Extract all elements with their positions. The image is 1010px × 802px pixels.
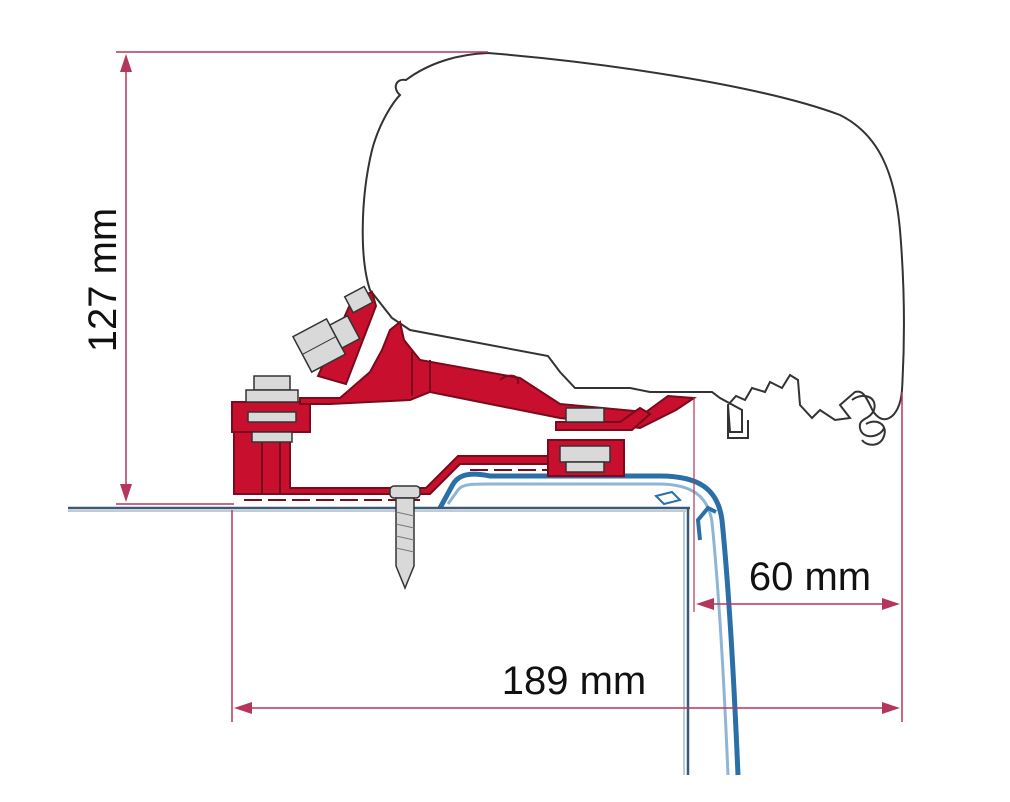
bracket-arm [299, 320, 697, 430]
awning-cassette [361, 51, 906, 446]
hardware [245, 285, 611, 590]
bracket-arm-lower-link [555, 406, 652, 431]
offset-dimension: 60 mm [693, 392, 903, 722]
awning-lower-lip [727, 405, 749, 439]
width-label: 189 mm [502, 659, 647, 703]
height-arrow-top [120, 54, 132, 72]
lower-bolt-nut [559, 407, 611, 473]
bracket-arm-rib [411, 352, 520, 396]
roof-edge-rail-inner [446, 482, 730, 776]
offset-label: 60 mm [749, 555, 871, 599]
roof-screw [389, 485, 421, 590]
width-arrow-left [234, 702, 252, 714]
width-dimension: 189 mm [231, 510, 900, 722]
offset-arrow-left [696, 598, 714, 610]
angled-bolt-nut [291, 314, 361, 374]
awning-cassette-outline [361, 51, 906, 433]
roof-edge-rail [437, 471, 741, 776]
height-label: 127 mm [81, 208, 125, 353]
awning-end-profile [851, 394, 886, 446]
rail-hook [695, 505, 717, 541]
left-bolt-nut [245, 375, 299, 443]
height-dimension: 127 mm [81, 51, 488, 505]
rail-inner-clip [654, 490, 682, 506]
offset-arrow-right [882, 598, 900, 610]
vehicle-roof [68, 506, 690, 775]
height-arrow-bottom [120, 484, 132, 502]
bracket-base-slots [244, 469, 548, 501]
angled-bolt-top [343, 285, 374, 314]
width-arrow-right [882, 702, 900, 714]
vehicle-rail-profile [437, 471, 741, 776]
